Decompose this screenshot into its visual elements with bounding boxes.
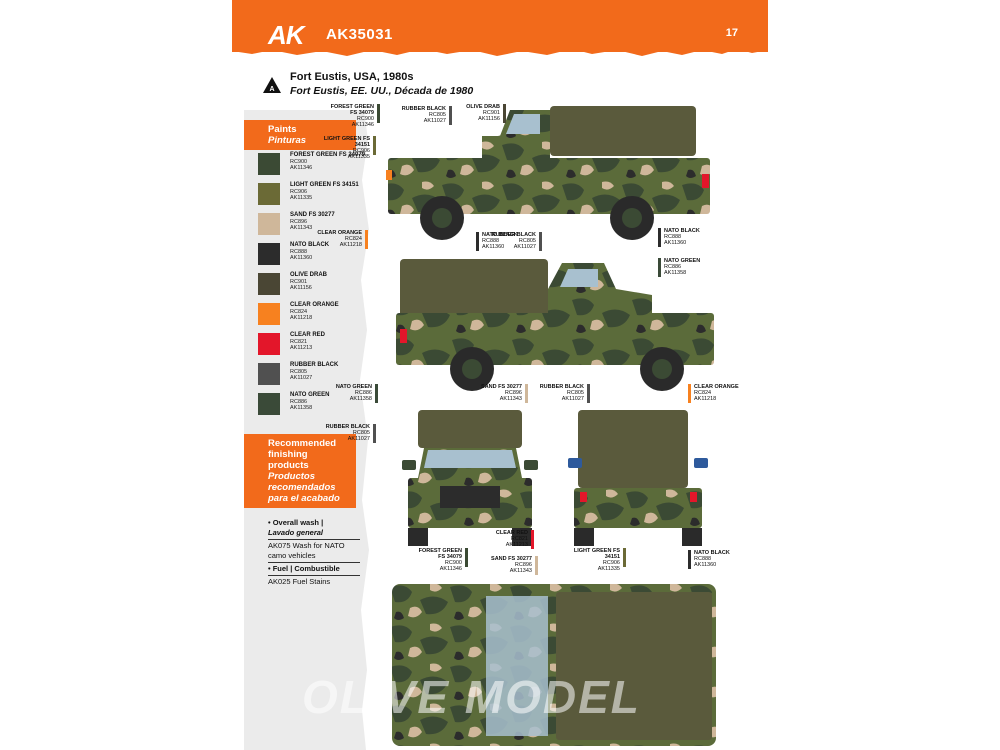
wash-title-es: Lavado general [268, 528, 324, 537]
callout-color-bar [365, 230, 368, 249]
truck-left-side-view [386, 106, 710, 240]
paint-name: NATO BLACK [290, 242, 330, 248]
truck-top-view [392, 584, 716, 746]
paint-name: CLEAR RED [290, 332, 326, 338]
paint-code-rc: RC901 [290, 279, 308, 285]
paint-code-rc: RC900 [290, 159, 308, 165]
paint-swatch [258, 333, 280, 355]
wash-title: • Overall wash | [268, 518, 324, 527]
paint-code-rc: RC896 [290, 219, 308, 225]
paint-swatch [258, 183, 280, 205]
paint-swatch [258, 363, 280, 385]
brand-logo: AK [268, 20, 305, 50]
page: AK AK35031 17 A Fort Eustis, USA, 1980s … [232, 0, 768, 750]
finishing-list: • Overall wash | Lavado general AK075 Wa… [268, 518, 360, 587]
truck-front-view [402, 410, 538, 546]
callout-color-bar [375, 384, 378, 403]
paint-swatch [258, 213, 280, 235]
paint-swatch [258, 153, 280, 175]
paint-code-rc: RC821 [290, 339, 308, 345]
paint-code-rc: RC824 [290, 309, 308, 315]
paint-code-rc: RC805 [290, 369, 308, 375]
callout-color-bar [449, 106, 452, 125]
finishing-heading: Recommended finishing products Productos… [244, 434, 356, 508]
paint-code-ak: AK11218 [290, 315, 313, 321]
paint-name: CLEAR ORANGE [290, 302, 339, 308]
callout-color-bar [688, 384, 691, 403]
warning-triangle-icon: A [263, 77, 281, 93]
paint-name: NATO GREEN [290, 392, 330, 398]
paint-swatch [258, 393, 280, 415]
product-code: AK35031 [326, 26, 393, 43]
callout-color-bar [476, 232, 479, 251]
paint-code-ak: AK11335 [290, 195, 313, 201]
paint-code-ak: AK11346 [290, 165, 313, 171]
page-number: 17 [725, 27, 738, 39]
wash-product: AK075 Wash for NATO camo vehicles [268, 541, 345, 560]
callout-color-bar [658, 228, 661, 247]
paint-code-ak: AK11360 [290, 255, 313, 261]
callout-color-bar [539, 232, 542, 251]
paint-name: RUBBER BLACK [290, 362, 339, 368]
paint-code-ak: AK11213 [290, 345, 313, 351]
paint-code-ak: AK11343 [290, 225, 313, 231]
callout-color-bar [535, 556, 538, 575]
paint-swatch [258, 243, 280, 265]
page-subtitle: Fort Eustis, EE. UU., Década de 1980 [290, 85, 474, 97]
paint-code-rc: RC886 [290, 399, 308, 405]
callout-color-bar [503, 104, 506, 123]
page-title: Fort Eustis, USA, 1980s [290, 71, 414, 83]
fuel-product: AK025 Fuel Stains [268, 577, 331, 586]
paint-code-ak: AK11027 [290, 375, 313, 381]
header-banner [232, 0, 768, 52]
paint-code-ak: AK11156 [290, 285, 312, 291]
sidebar-torn-edge [356, 110, 369, 750]
paint-code-rc: RC906 [290, 189, 308, 195]
paint-name: OLIVE DRAB [290, 272, 328, 278]
callout-color-bar [373, 136, 376, 155]
torn-edge [232, 44, 768, 56]
paint-swatch [258, 273, 280, 295]
paint-name: SAND FS 30277 [290, 212, 335, 218]
callout-color-bar [377, 104, 380, 123]
callout-color-bar [688, 550, 691, 569]
fuel-title: • Fuel | Combustible [268, 564, 340, 573]
watermark: OLIVE MODEL [302, 671, 641, 723]
paint-code-rc: RC888 [290, 249, 308, 255]
callout-color-bar [525, 384, 528, 403]
callout-color-bar [531, 530, 534, 549]
callout-color-bar [587, 384, 590, 403]
callout-color-bar [623, 548, 626, 567]
paint-name: LIGHT GREEN FS 34151 [290, 182, 359, 188]
callout-color-bar [373, 424, 376, 443]
paints-heading: Paints Pinturas [244, 120, 356, 150]
truck-right-side-view [396, 259, 714, 391]
truck-rear-view [568, 410, 708, 546]
svg-text:A: A [269, 86, 274, 93]
paint-code-ak: AK11358 [290, 405, 313, 411]
callout-color-bar [465, 548, 468, 567]
paint-name: FOREST GREEN FS 34079 [290, 152, 366, 158]
paint-swatch [258, 303, 280, 325]
callout-color-bar [658, 258, 661, 277]
